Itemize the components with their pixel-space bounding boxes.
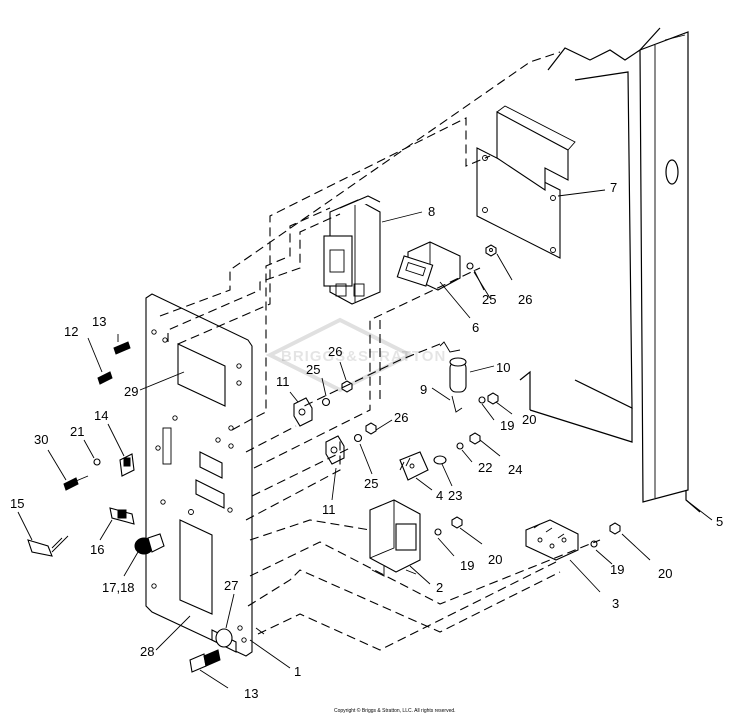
callout-26a: 26	[518, 292, 532, 307]
callout-21: 21	[70, 424, 84, 439]
callout-30: 30	[34, 432, 48, 447]
part-12-screw	[87, 337, 113, 385]
part-16-switch	[99, 507, 135, 541]
hardware-19-20-upper	[478, 392, 513, 421]
callout-14: 14	[94, 408, 108, 423]
callout-5: 5	[716, 514, 723, 529]
part-15-lamp	[17, 511, 69, 557]
callout-19c: 19	[610, 562, 624, 577]
callout-4: 4	[436, 488, 443, 503]
callout-labels: 1 2 3 4 5 6 7 8 9 10 11 11 12 13 13 14 1…	[10, 180, 723, 701]
part-14-switch	[107, 423, 135, 477]
callout-23: 23	[448, 488, 462, 503]
callout-24: 24	[508, 462, 522, 477]
part-30-screw	[47, 449, 89, 491]
callout-19a: 19	[500, 418, 514, 433]
part-8-circuit-breaker	[323, 195, 423, 305]
part-21-washer	[83, 439, 101, 466]
callout-3: 3	[612, 596, 619, 611]
callout-25b: 25	[306, 362, 320, 377]
part-7-circuit-board	[476, 105, 606, 259]
callout-26c: 26	[394, 410, 408, 425]
part-13-screw-lower	[189, 649, 229, 689]
part-9-bracket	[431, 341, 463, 413]
callout-9: 9	[420, 382, 427, 397]
callout-17-18: 17,18	[102, 580, 135, 595]
part-5-enclosure	[519, 27, 713, 521]
callout-15: 15	[10, 496, 24, 511]
callout-29: 29	[124, 384, 138, 399]
copyright-notice: Copyright © Briggs & Stratton, LLC. All …	[334, 707, 456, 714]
part-4-rectifier	[399, 451, 433, 491]
callout-20c: 20	[658, 566, 672, 581]
callout-25c: 25	[364, 476, 378, 491]
callout-7: 7	[610, 180, 617, 195]
callout-28: 28	[140, 644, 154, 659]
part-17-18-receptacle	[123, 533, 165, 577]
hardware-19-20-middle	[434, 516, 483, 557]
callout-1: 1	[294, 664, 301, 679]
part-1-control-panel	[145, 293, 291, 669]
callout-12: 12	[64, 324, 78, 339]
callout-27: 27	[224, 578, 238, 593]
callout-10: 10	[496, 360, 510, 375]
callout-6: 6	[472, 320, 479, 335]
callout-20b: 20	[488, 552, 502, 567]
hardware-25-26-upper	[466, 244, 513, 291]
callout-22: 22	[478, 460, 492, 475]
callout-20a: 20	[522, 412, 536, 427]
leader-lines	[139, 271, 491, 651]
part-2-transformer	[369, 499, 431, 585]
callout-16: 16	[90, 542, 104, 557]
watermark-text: BRIGGS&STRATTON	[281, 348, 446, 365]
hardware-19-20-lower	[590, 522, 651, 565]
watermark-logo	[265, 317, 415, 393]
part-11-lower	[325, 419, 393, 501]
callout-11b: 11	[322, 502, 336, 517]
hardware-22-23-24	[433, 432, 501, 487]
callout-25a: 25	[482, 292, 496, 307]
callout-2: 2	[436, 580, 443, 595]
callout-11a: 11	[276, 374, 290, 389]
dashed-assembly-lines	[159, 51, 601, 651]
part-3-terminal-block	[525, 519, 601, 593]
callout-13a: 13	[92, 314, 106, 329]
part-10-capacitor	[449, 357, 495, 393]
part-27-clamp	[211, 593, 237, 653]
callout-13b: 13	[244, 686, 258, 701]
callout-26b: 26	[328, 344, 342, 359]
part-13-screw-upper	[113, 334, 131, 355]
callout-19b: 19	[460, 558, 474, 573]
callout-8: 8	[428, 204, 435, 219]
part-6-hour-meter	[396, 241, 471, 319]
